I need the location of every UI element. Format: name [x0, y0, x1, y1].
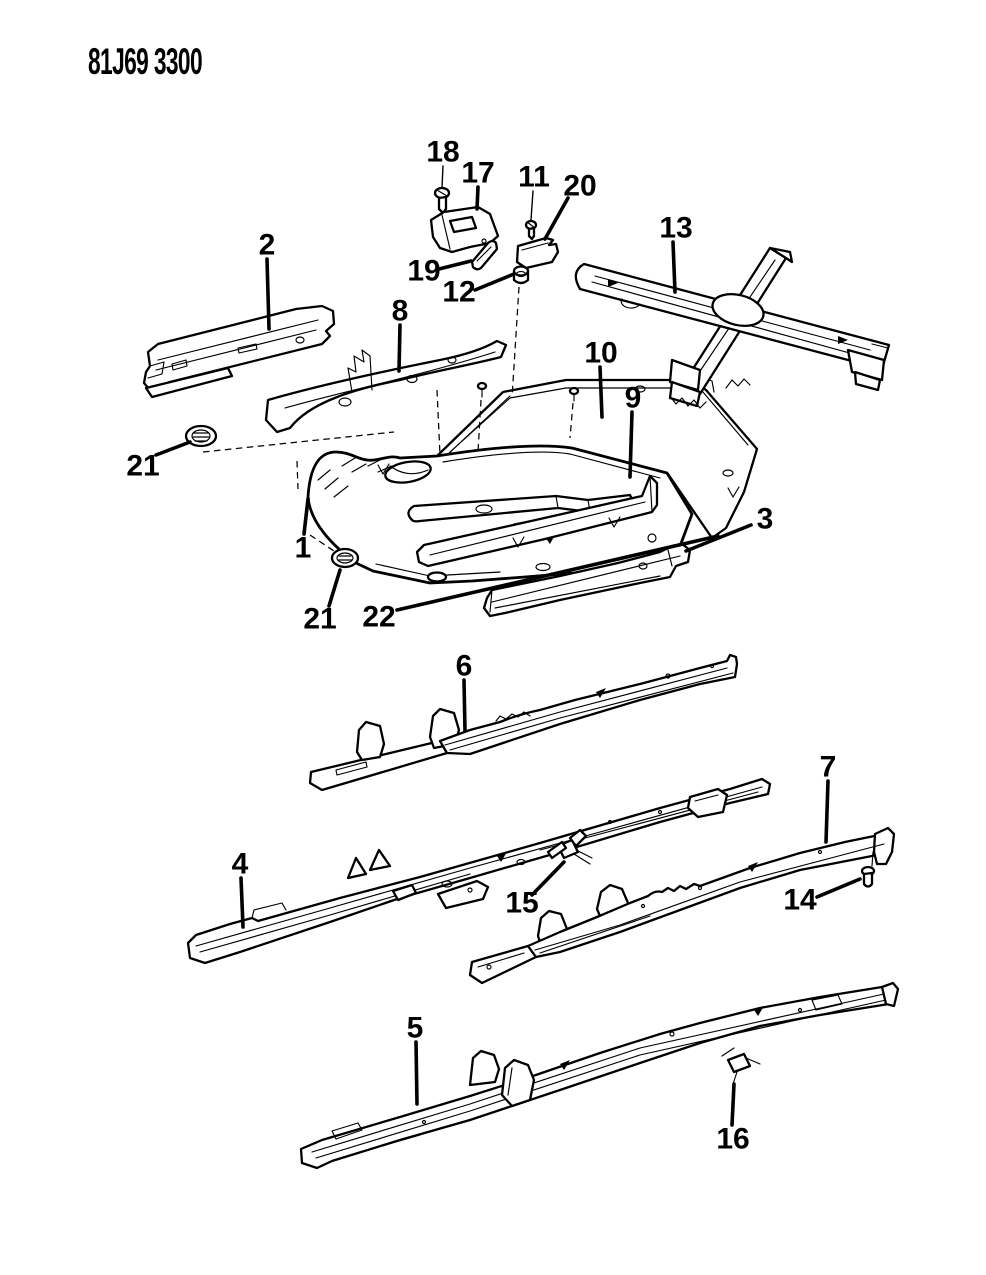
leader-line-3 [684, 523, 753, 553]
callout-number-7: 7 [820, 751, 837, 784]
callout-number-15: 15 [505, 887, 538, 920]
part-2-side-sill [142, 304, 336, 399]
callout-number-19: 19 [407, 255, 440, 288]
leader-line-13 [671, 240, 677, 294]
callout-number-4: 4 [232, 848, 249, 881]
callout-number-21: 21 [303, 603, 336, 636]
leader-line-21 [327, 568, 342, 608]
callout-number-11: 11 [518, 161, 550, 194]
leader-line-11 [530, 190, 534, 221]
part-6-frame-side-rail [308, 653, 739, 792]
callout-number-2: 2 [259, 229, 276, 262]
callout-number-14: 14 [783, 884, 817, 917]
part-7-frame-side-rail [468, 826, 896, 985]
callout-number-21: 21 [126, 450, 159, 483]
callout-number-20: 20 [563, 170, 596, 203]
callout-number-1: 1 [295, 532, 312, 565]
weld-marks [377, 463, 740, 548]
part-3-side-sill [482, 542, 692, 618]
part-21-grommet-b [330, 547, 360, 569]
callout-number-17: 17 [461, 157, 494, 190]
callout-number-3: 3 [757, 503, 774, 536]
callout-number-6: 6 [456, 650, 473, 683]
callout-number-22: 22 [362, 601, 395, 634]
part-13-crossmember-x [574, 246, 891, 409]
part-code: 81J69 3300 [88, 41, 202, 82]
leader-line-4 [239, 876, 245, 929]
part-18-screw [433, 186, 451, 215]
part-9-support-rail [415, 474, 659, 568]
leader-line-5 [414, 1040, 419, 1106]
leader-line-18 [441, 165, 444, 189]
part-14-rivet [860, 865, 876, 888]
pan-mounting-bolts [476, 381, 580, 402]
leader-line-8 [397, 323, 402, 373]
leader-line-16 [730, 1082, 736, 1127]
part-19-strip [470, 239, 499, 271]
part-4-frame-side-rail [186, 777, 772, 965]
leader-line-6 [462, 678, 467, 733]
callout-number-13: 13 [659, 212, 692, 245]
callout-number-12: 12 [442, 276, 475, 309]
leader-line-7 [824, 779, 830, 844]
callout-number-16: 16 [716, 1123, 749, 1156]
part-12-plug [512, 265, 530, 285]
callout-number-9: 9 [625, 382, 642, 415]
part-1-floor-pan [306, 444, 694, 585]
part-20-plate [515, 236, 560, 270]
part-11-screw [524, 219, 538, 241]
callout-number-10: 10 [584, 337, 617, 370]
leader-line-12 [473, 272, 516, 292]
leader-line-19 [437, 259, 473, 271]
leader-line-21 [154, 440, 192, 457]
leader-line-9 [628, 410, 634, 479]
part-8-crossmember-panel [264, 339, 508, 434]
leader-line-2 [265, 257, 271, 331]
callout-number-8: 8 [392, 295, 409, 328]
leader-line-14 [815, 877, 862, 899]
part-16-clip [721, 1047, 761, 1085]
leader-line-22 [395, 534, 720, 612]
leader-line-10 [598, 365, 604, 419]
leader-line-1 [302, 497, 310, 536]
part-5-frame-side-rail [299, 981, 900, 1170]
callout-number-18: 18 [426, 136, 459, 169]
part-21-grommet-a [184, 424, 218, 448]
leader-line-17 [475, 185, 480, 211]
part-17-bracket-plate [429, 205, 500, 254]
leader-line-20 [543, 196, 570, 241]
callout-number-5: 5 [407, 1012, 424, 1045]
part-15-clip [546, 828, 593, 865]
leader-line-15 [530, 860, 566, 897]
